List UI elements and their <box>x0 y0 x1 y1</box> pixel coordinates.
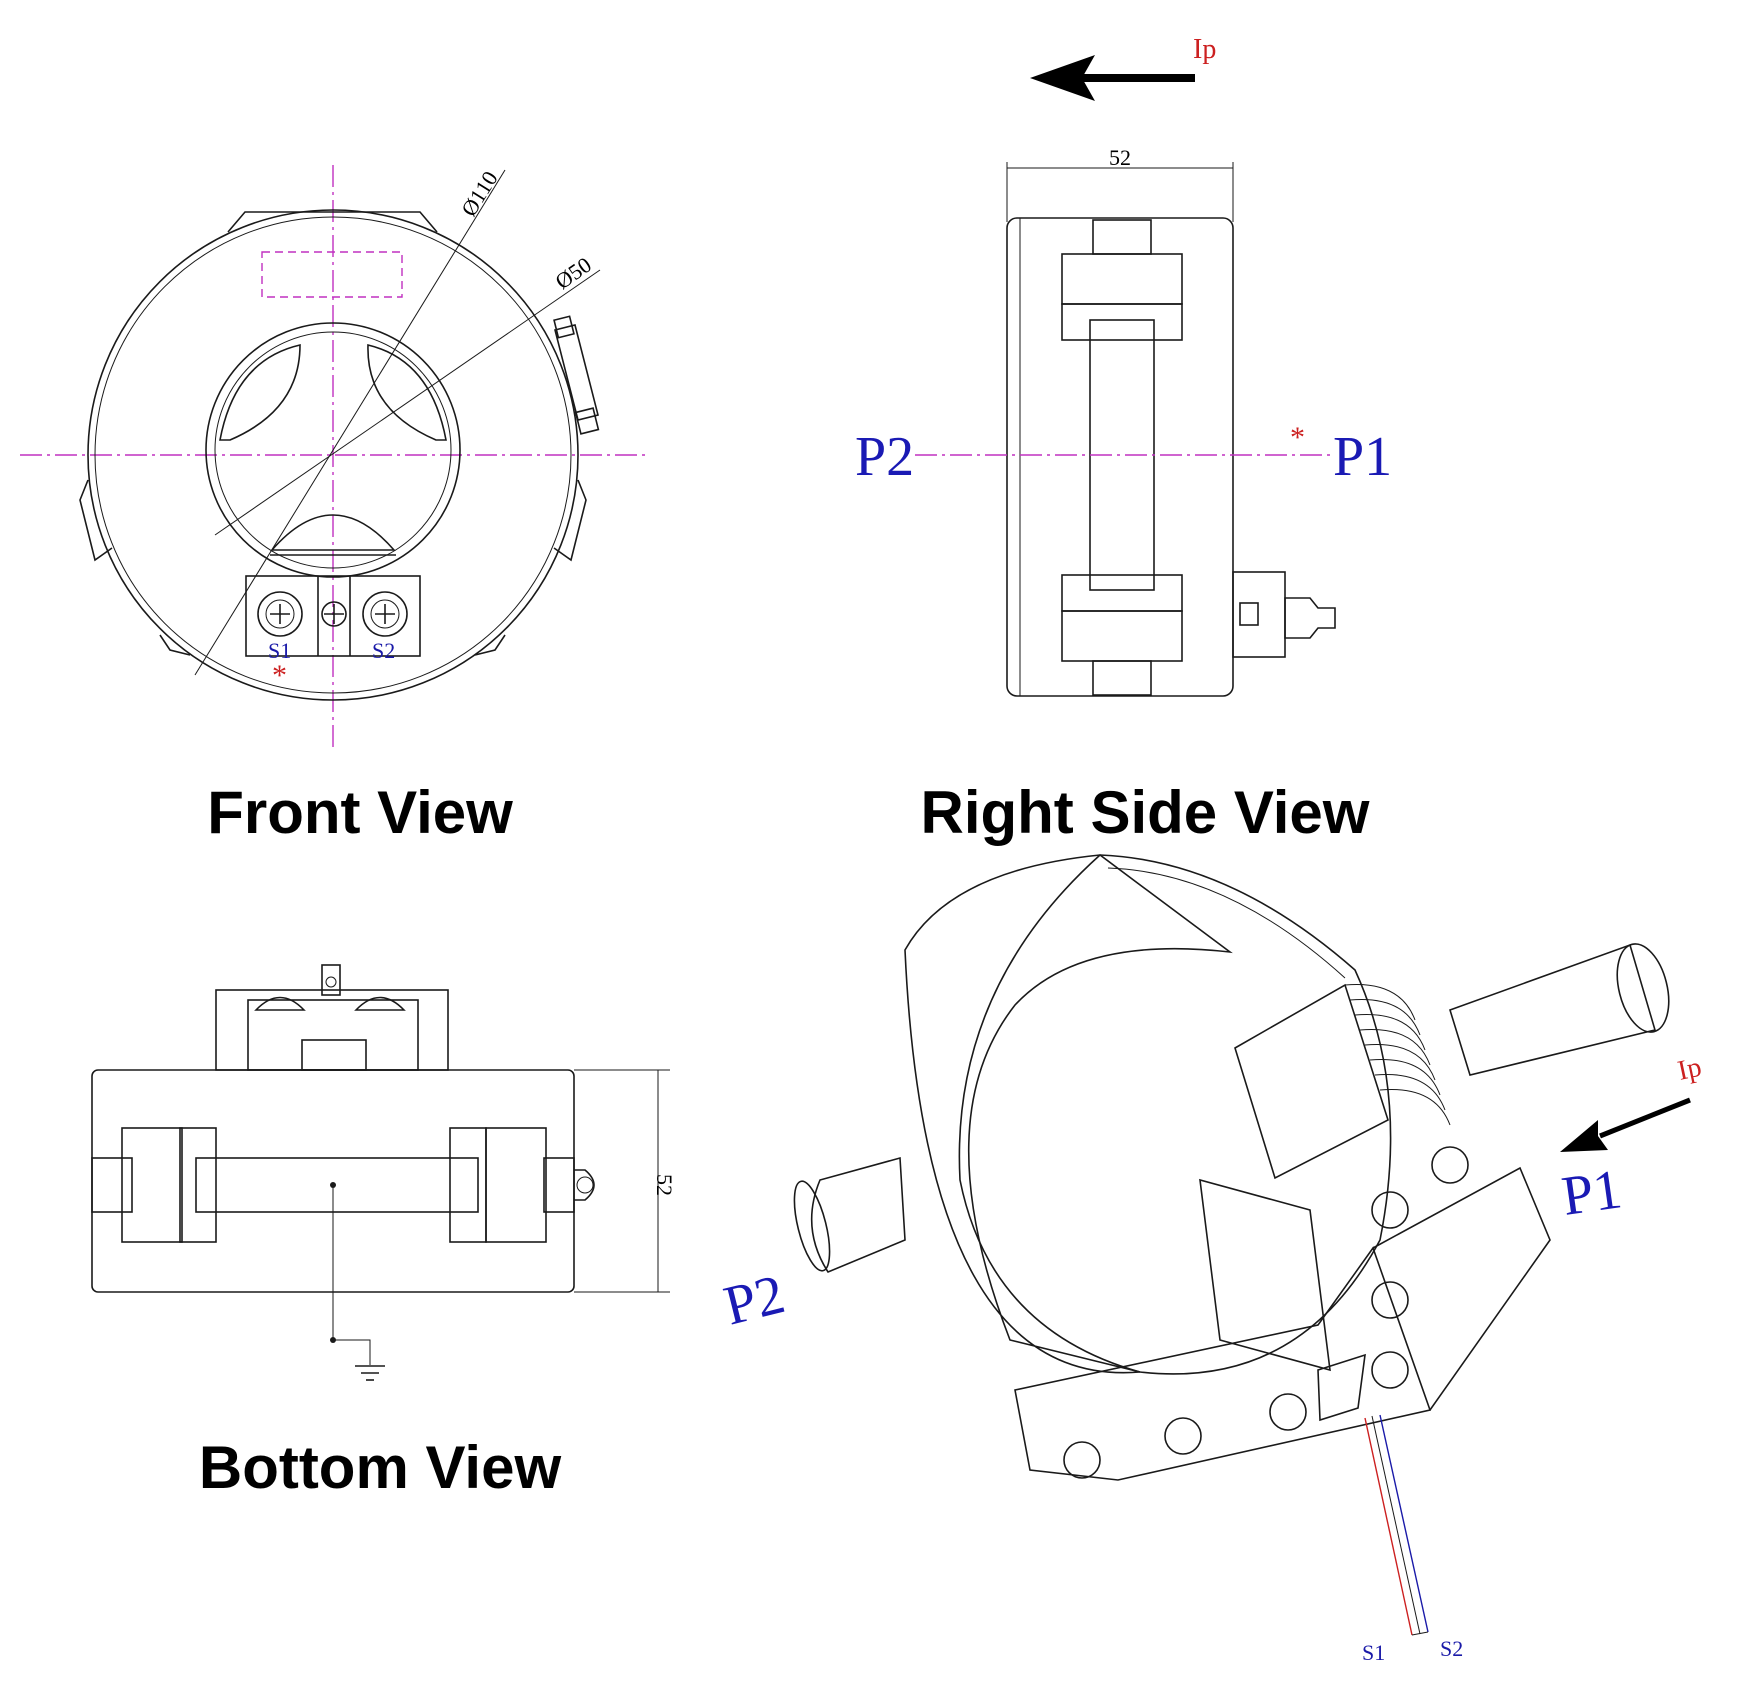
right-connector-body <box>1232 571 1286 658</box>
front-rib-left <box>219 343 301 441</box>
bottom-view-title: Bottom View <box>199 1434 562 1501</box>
iso-current-arrow-shaft <box>1599 1097 1691 1139</box>
bottom-bar-right-cap <box>543 1157 575 1213</box>
iso-lead-s2 <box>1379 1414 1429 1633</box>
right-view-title: Right Side View <box>921 779 1370 846</box>
front-dim-50: Ø50 <box>551 252 596 294</box>
iso-plate-edge <box>1372 1166 1551 1411</box>
bottom-terminal-block <box>215 989 449 1071</box>
front-polarity-mark: * <box>272 659 287 692</box>
front-housing-inner-edge <box>94 216 572 694</box>
iso-terminal-p2: P2 <box>718 1263 790 1337</box>
bottom-bar-left-collar <box>179 1127 217 1243</box>
iso-mounting-holes <box>1063 1146 1469 1479</box>
front-dim-110: Ø110 <box>456 167 503 221</box>
iso-housing-face <box>958 854 1392 1375</box>
right-dim-52: 52 <box>1109 145 1131 170</box>
right-bar-bottom-clamp <box>1061 610 1183 662</box>
right-current-label: Ip <box>1193 34 1216 65</box>
right-bar-top-cap <box>1092 219 1152 255</box>
front-terminal-block <box>245 575 421 657</box>
right-current-arrow-head <box>1030 55 1095 101</box>
iso-conductor-p1-end <box>1616 943 1670 1033</box>
iso-lead-separator <box>1371 1415 1421 1635</box>
iso-mounting-plate <box>1014 1246 1432 1481</box>
iso-cable-block <box>1199 1178 1331 1372</box>
front-bottom-right-lug <box>474 634 506 656</box>
bottom-screw-right <box>354 996 406 1011</box>
bottom-bar-right-clamp <box>485 1127 547 1243</box>
iso-lead-s1-label: S1 <box>1362 1640 1385 1665</box>
front-top-lug <box>227 211 438 233</box>
iso-conductor-p2-end <box>793 1180 831 1272</box>
front-rib-bottom <box>270 514 396 551</box>
front-bottom-left-lug <box>159 634 191 656</box>
right-bar-top-clamp <box>1061 253 1183 305</box>
iso-current-arrow-head <box>1560 1120 1608 1152</box>
front-screw-s1 <box>257 591 303 637</box>
bottom-bar-left-cap <box>91 1157 133 1213</box>
front-terminal-s2-label: S2 <box>372 638 395 663</box>
right-connector-plug <box>1284 597 1336 639</box>
front-aperture-inner-edge <box>214 331 452 569</box>
bottom-view: 52 Bottom View <box>91 964 677 1501</box>
front-outer-housing <box>87 209 579 701</box>
bottom-ground-screw <box>321 964 341 996</box>
iso-housing-side <box>904 854 1233 1374</box>
front-view-title: Front View <box>207 779 513 846</box>
iso-lead-s2-label: S2 <box>1440 1636 1463 1661</box>
isometric-view: S1 S2 Ip P1 P2 <box>718 854 1704 1665</box>
bottom-dim-52: 52 <box>652 1174 677 1196</box>
iso-lead-s1 <box>1364 1417 1413 1636</box>
right-bar-top-collar <box>1061 303 1183 341</box>
ground-icon <box>355 1365 385 1381</box>
iso-bushing <box>1234 983 1389 1180</box>
bottom-screw-left <box>254 996 306 1011</box>
front-terminal-s1-label: S1 <box>268 638 291 663</box>
right-side-view: Ip 52 P2 P1 * Right Side View <box>855 34 1392 846</box>
iso-conductor-p1 <box>1449 943 1657 1076</box>
front-view: S1 S2 * Ø110 Ø50 Front View <box>20 165 650 846</box>
front-connector <box>553 315 600 435</box>
iso-housing-rim <box>1107 867 1346 979</box>
bottom-bar-left-clamp <box>121 1127 183 1243</box>
front-right-lug <box>553 479 587 562</box>
front-dim-50-leader <box>214 269 601 536</box>
bottom-connector-nub <box>574 1169 595 1201</box>
iso-lead-exit <box>1317 1353 1366 1422</box>
right-bar-bottom-collar <box>1061 574 1183 612</box>
front-screw-s2 <box>362 591 408 637</box>
right-terminal-p2: P2 <box>855 426 914 488</box>
iso-thread <box>1344 983 1451 1126</box>
front-inner-aperture <box>205 322 461 578</box>
front-label-area <box>261 251 403 298</box>
right-terminal-p1: P1 <box>1333 426 1392 488</box>
iso-conductor-p2 <box>810 1156 906 1273</box>
front-left-lug <box>79 479 113 562</box>
front-ground-screw <box>321 601 347 627</box>
front-dim-110-leader <box>194 169 506 676</box>
front-rib-right <box>367 343 447 441</box>
bottom-terminal-insert <box>301 1039 367 1071</box>
iso-current-label: Ip <box>1675 1052 1704 1087</box>
bottom-bar-right-collar <box>449 1127 487 1243</box>
bottom-ground-lead <box>333 1339 371 1365</box>
right-housing <box>1006 217 1234 697</box>
right-connector-socket <box>1239 602 1259 626</box>
right-bar-bottom-cap <box>1092 660 1152 696</box>
iso-terminal-p1: P1 <box>1558 1158 1625 1228</box>
right-polarity-mark: * <box>1290 421 1305 454</box>
bottom-primary-bar <box>195 1157 479 1213</box>
